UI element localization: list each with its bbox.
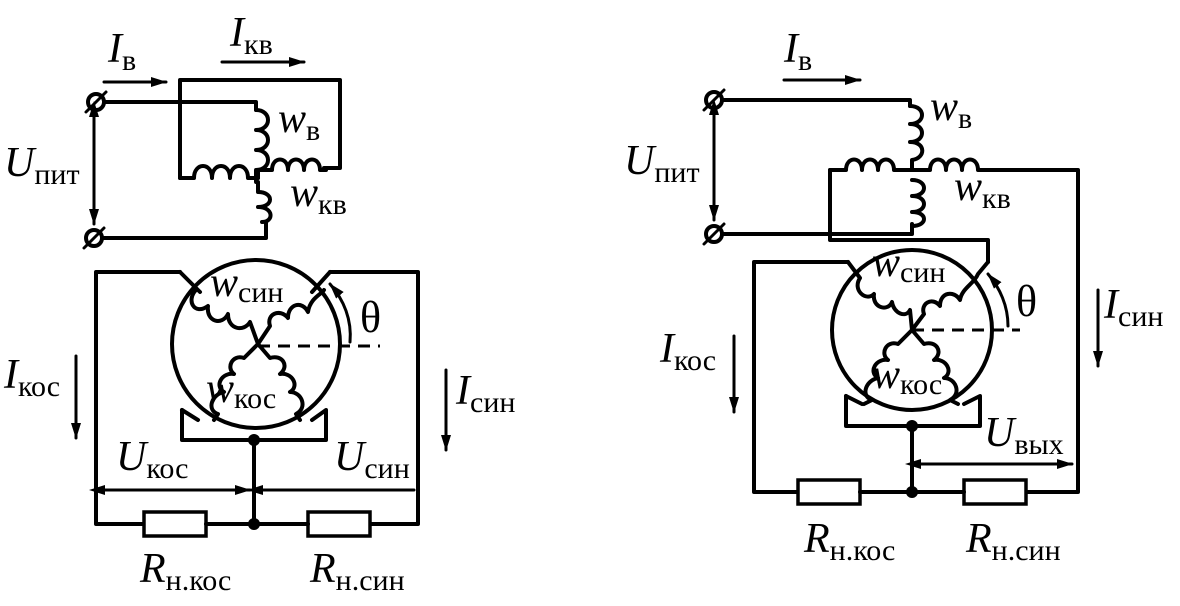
label-r-n-sin: Rн.син (309, 546, 405, 597)
label-w-v: wв (278, 96, 320, 147)
label-u-kos: Uкос (116, 434, 188, 485)
winding-lead-tr (310, 270, 332, 294)
right-circuit: Iв Uпит wв wкв wсин wкос θ Iкос Iсин Uвы… (624, 26, 1163, 567)
label-u-pit-r: Uпит (624, 138, 700, 189)
resistor-r-n-kos (142, 510, 208, 538)
coil-w-v (254, 108, 270, 184)
coil-w-v-lower-r (910, 178, 926, 228)
wire-kos-bottom-left (180, 408, 200, 422)
resistor-r-n-kos-r (796, 478, 862, 506)
label-i-kos: Iкос (3, 352, 60, 403)
resistor-r-n-sin-r (962, 478, 1028, 506)
winding-lead-tl (178, 270, 202, 294)
label-w-kos: wкос (206, 366, 276, 415)
node-top (248, 434, 260, 446)
wire-supply-top-r (720, 98, 912, 108)
wire-supply-bottom (100, 220, 268, 240)
label-theta-r: θ (1016, 277, 1037, 326)
wire-kv-left-down (828, 168, 990, 264)
label-w-sin-r: wсин (872, 240, 945, 289)
label-w-v-r: wв (930, 84, 972, 135)
label-w-kv: wкв (290, 170, 347, 221)
coil-w-kos-right (256, 342, 305, 422)
label-r-n-kos-r: Rн.кос (803, 516, 895, 567)
coil-w-v-r (908, 104, 925, 172)
winding-stub-tr (328, 270, 420, 526)
label-i-sin: Iсин (455, 368, 515, 419)
coil-w-sin-right-r (910, 260, 990, 332)
label-r-n-sin-r: Rн.син (965, 516, 1061, 567)
wire-kv-loop (178, 78, 342, 180)
node-top-r (906, 420, 918, 432)
coil-w-sin-r (846, 260, 914, 332)
winding-stub-tl (94, 270, 182, 526)
coil-kv-right (256, 157, 328, 180)
label-i-kv: Iкв (229, 10, 273, 61)
label-w-sin: wсин (210, 260, 283, 309)
label-i-v-r: Iв (783, 26, 812, 77)
rotor-circle (170, 258, 342, 430)
label-i-v: Iв (107, 26, 136, 77)
label-w-kv-r: wкв (954, 164, 1011, 215)
label-i-sin-r: Iсин (1103, 282, 1163, 333)
label-i-kos-r: Iкос (659, 326, 716, 377)
coil-w-v-lower (256, 180, 273, 224)
coil-w-kos-right-r (910, 328, 960, 406)
coil-w-sin (189, 288, 260, 346)
label-r-n-kos: Rн.кос (139, 546, 231, 597)
coil-w-sin-right (256, 288, 326, 346)
label-u-sin: Uсин (334, 434, 410, 485)
wire-kos-bottom-left-r (844, 394, 864, 406)
wire-supply-top (102, 100, 258, 112)
wire-sin-left-r (752, 260, 850, 494)
theta-arc (328, 282, 352, 344)
resistor-r-n-sin (306, 510, 372, 538)
wire-kos-bottom (180, 408, 328, 442)
theta-arc-r (986, 272, 1010, 328)
left-circuit: Iв Iкв Uпит wв wкв wсин wкос θ Iкос Iсин… (3, 10, 515, 597)
coil-w-kos-r (862, 328, 914, 406)
wire-kos-bottom-r (844, 394, 982, 428)
label-u-pit: Uпит (4, 140, 80, 191)
label-theta: θ (360, 293, 381, 342)
label-w-kos-r: wкос (872, 352, 942, 401)
coil-w-kos (209, 342, 260, 422)
coil-kv-left (178, 164, 260, 180)
label-u-vyh: Uвых (984, 410, 1064, 461)
coil-kv-left-r (828, 157, 914, 172)
coil-kv-right-r (910, 157, 1080, 494)
wire-supply-bottom-r (720, 222, 914, 236)
